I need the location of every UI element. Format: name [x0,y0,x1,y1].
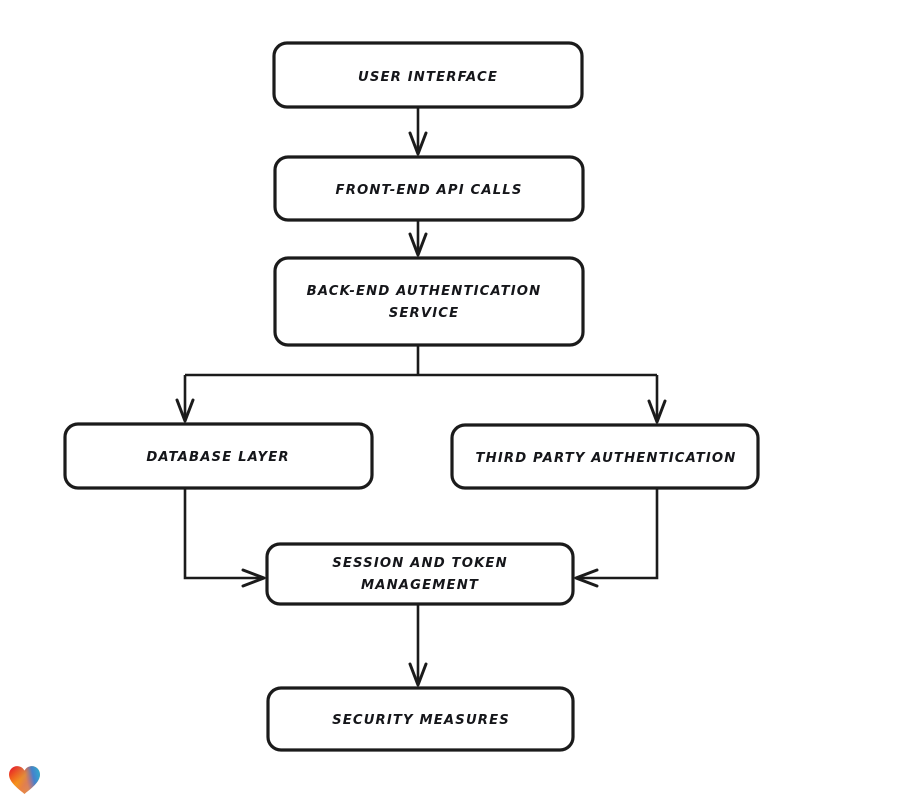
edge-thirdparty-to-session [574,488,659,588]
node-back-end-authentication-service-label-line2: SERVICE [389,306,460,321]
edge-backend-split-bar [185,345,657,377]
node-session-and-token-management-shape [265,542,575,606]
node-security-measures-label: SECURITY MEASURES [332,713,510,728]
node-database-layer-shape [63,422,374,490]
heart-icon [9,766,40,794]
node-back-end-authentication-service-label-line1: BACK-END AUTHENTICATION [307,284,542,299]
edge-frontend-to-backend [408,220,428,257]
node-user-interface-label: USER INTERFACE [358,70,498,85]
node-session-and-token-management-label-line2: MANAGEMENT [361,578,479,593]
node-third-party-authentication-label: THIRD PARTY AUTHENTICATION [476,451,737,466]
node-third-party-authentication[interactable]: THIRD PARTY AUTHENTICATION [450,423,760,490]
node-front-end-api-calls-label: FRONT-END API CALLS [336,183,523,198]
node-user-interface[interactable]: USER INTERFACE [272,41,584,109]
edge-backend-to-database [175,375,195,423]
nodes-layer: USER INTERFACE FRONT-END API CALLS BACK-… [63,41,760,752]
node-front-end-api-calls-shape [273,155,585,222]
edge-backend-to-thirdparty [647,375,667,424]
node-third-party-authentication-shape [450,423,760,490]
node-database-layer-label: DATABASE LAYER [146,450,289,465]
node-back-end-authentication-service-shape [273,256,585,347]
node-front-end-api-calls[interactable]: FRONT-END API CALLS [273,155,585,222]
edge-database-to-session [183,488,266,588]
node-security-measures-shape [266,686,575,752]
node-session-and-token-management-label-line1: SESSION AND TOKEN [332,556,508,571]
edge-session-to-security [408,604,428,687]
node-database-layer[interactable]: DATABASE LAYER [63,422,374,490]
node-back-end-authentication-service[interactable]: BACK-END AUTHENTICATION SERVICE [273,256,585,347]
node-user-interface-shape [272,41,584,109]
node-session-and-token-management[interactable]: SESSION AND TOKEN MANAGEMENT [265,542,575,606]
edges-layer [175,107,667,687]
node-security-measures[interactable]: SECURITY MEASURES [266,686,575,752]
edge-ui-to-frontend [408,107,428,156]
